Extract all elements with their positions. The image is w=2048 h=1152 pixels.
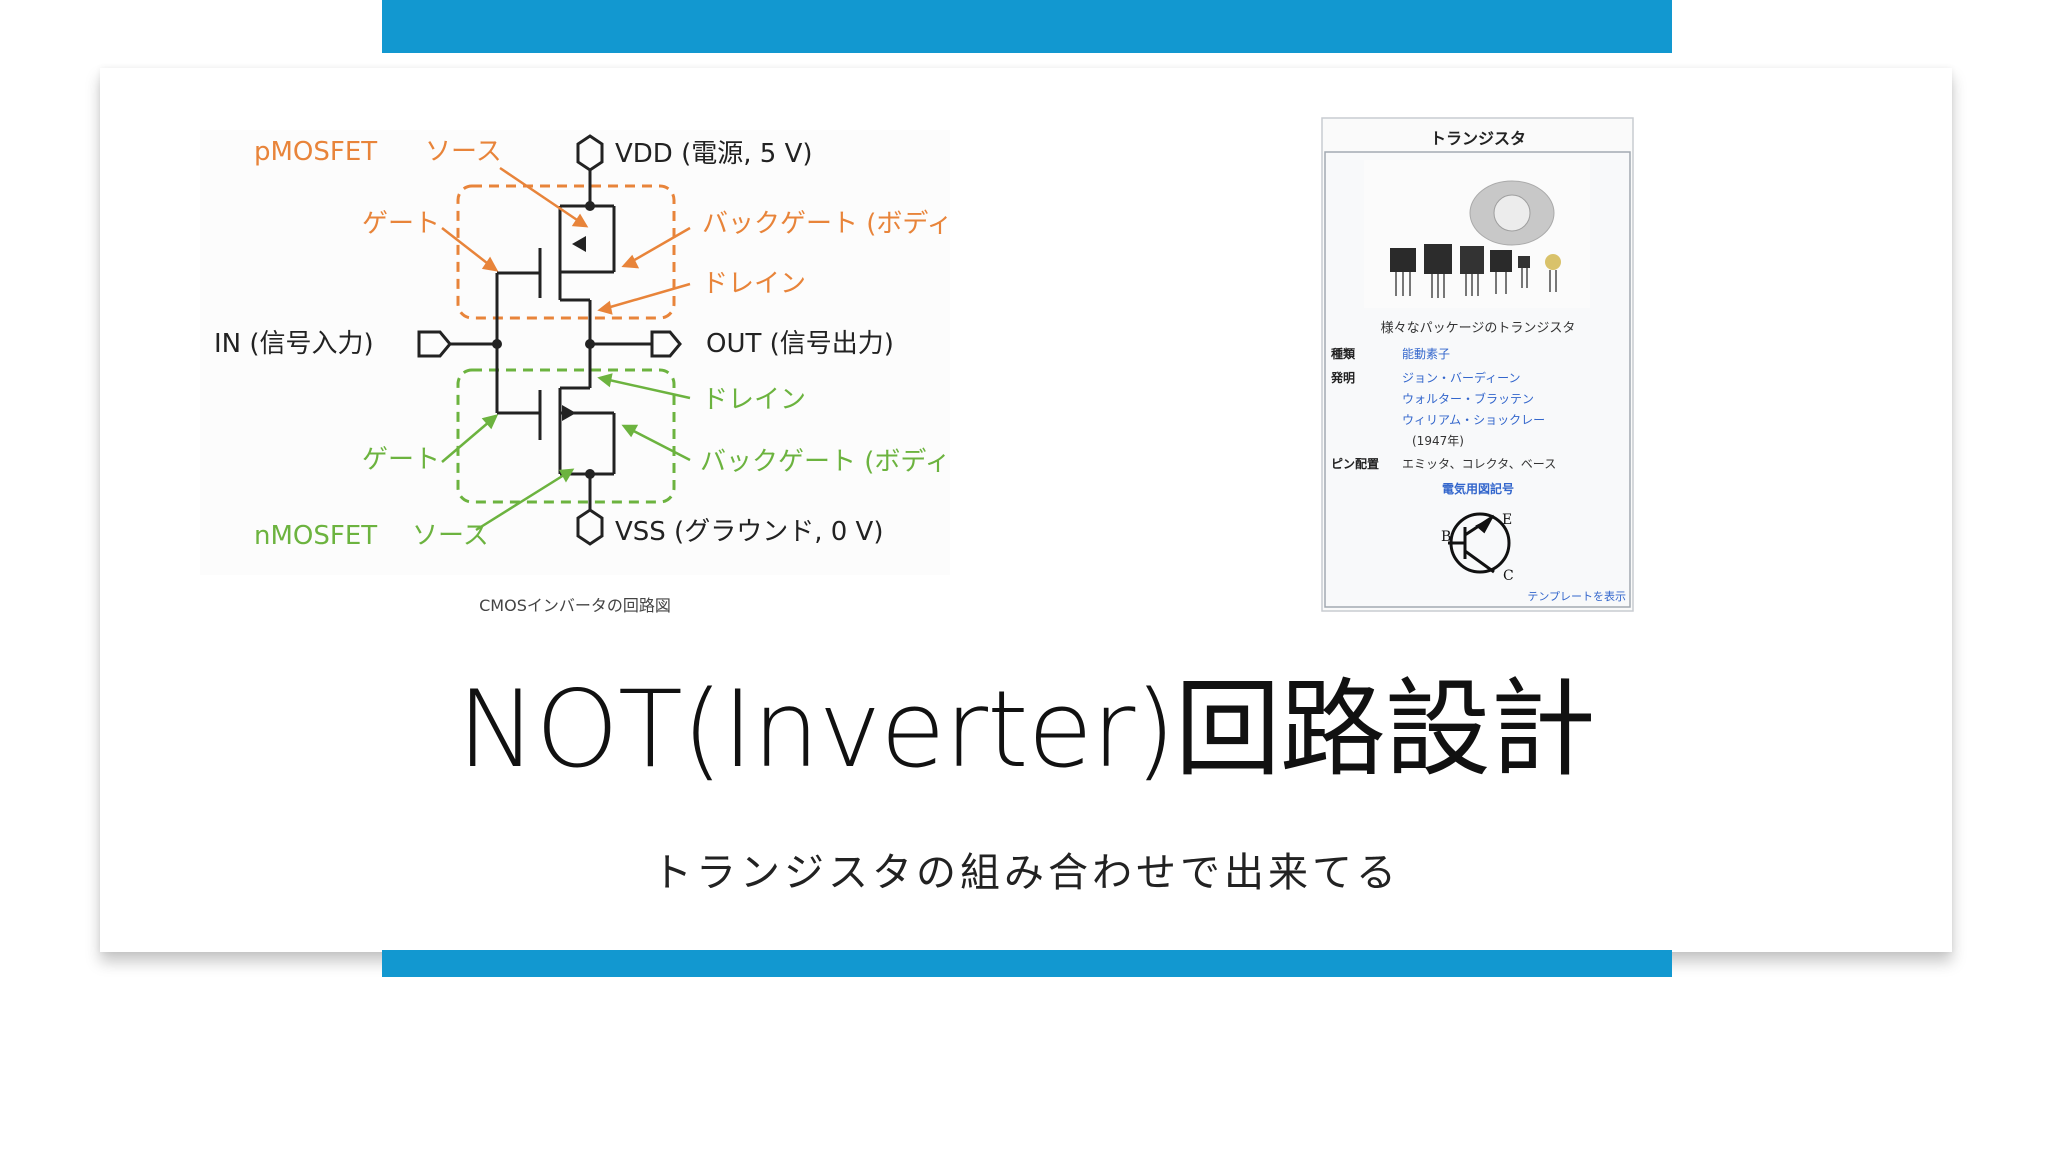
nmos-drain-label: ドレイン [702, 385, 806, 415]
transistor-symbol-icon [1448, 512, 1511, 574]
invention-year: (1947年) [1412, 434, 1464, 448]
inventor-link-brattain[interactable]: ウォルター・ブラッテン [1402, 391, 1534, 406]
pmos-gate-label: ゲート [362, 209, 440, 239]
nmos-region-box [456, 368, 676, 504]
nmos-backgate-label: バックゲート (ボディ) [700, 447, 950, 477]
row-label-invention: 発明 [1330, 370, 1355, 385]
vdd-label: VDD (電源, 5 V) [615, 139, 813, 169]
row-value-type-link[interactable]: 能動素子 [1402, 347, 1450, 361]
pmos-backgate-label: バックゲート (ボディ) [702, 209, 950, 239]
pmos-drain-label: ドレイン [702, 269, 806, 299]
row-label-pins: ピン配置 [1331, 456, 1379, 471]
circuit-wires [417, 134, 682, 546]
pmos-region-box [456, 184, 676, 320]
pin-label-emitter: E [1502, 512, 1512, 528]
slide-subtitle: トランジスタの組み合わせで出来てる [652, 850, 1400, 896]
top-accent-bar [382, 0, 1672, 53]
nmos-label: nMOSFET [254, 521, 377, 551]
pin-label-collector: C [1503, 568, 1514, 584]
nmos-gate-label: ゲート [362, 445, 440, 475]
transistor-infobox: トランジスタ 様々なパッケージのトランジスタ 種類 能動素子 発明 ジョン・バー… [1321, 117, 1634, 612]
slide-title: NOT(Inverter)回路設計 [457, 668, 1596, 791]
symbol-heading-link[interactable]: 電気用図記号 [1442, 481, 1514, 496]
row-value-pins: エミッタ、コレクタ、ベース [1402, 457, 1556, 471]
pmos-source-label: ソース [425, 137, 502, 167]
pmos-label: pMOSFET [254, 137, 377, 167]
output-label: OUT (信号出力) [706, 329, 894, 359]
bottom-accent-bar [382, 950, 1672, 977]
circuit-caption: CMOSインバータの回路図 [479, 596, 671, 615]
row-label-type: 種類 [1331, 346, 1356, 361]
transistor-packages-photo [1364, 160, 1590, 308]
vss-label: VSS (グラウンド, 0 V) [615, 517, 883, 547]
cmos-inverter-diagram: pMOSFET ソース ゲート バックゲート (ボディ) ドレイン VDD (電… [200, 130, 950, 575]
image-caption: 様々なパッケージのトランジスタ [1381, 321, 1576, 336]
pin-label-base: B [1441, 529, 1451, 545]
inventor-link-bardeen[interactable]: ジョン・バーディーン [1402, 370, 1521, 385]
template-link[interactable]: テンプレートを表示 [1527, 589, 1626, 603]
nmos-source-label: ソース [412, 521, 489, 551]
inventor-link-shockley[interactable]: ウィリアム・ショックレー [1402, 413, 1545, 427]
pmos-annotation-arrows [441, 166, 691, 315]
input-label: IN (信号入力) [214, 329, 374, 359]
infobox-title: トランジスタ [1430, 129, 1526, 148]
nmos-annotation-arrows [441, 373, 691, 532]
